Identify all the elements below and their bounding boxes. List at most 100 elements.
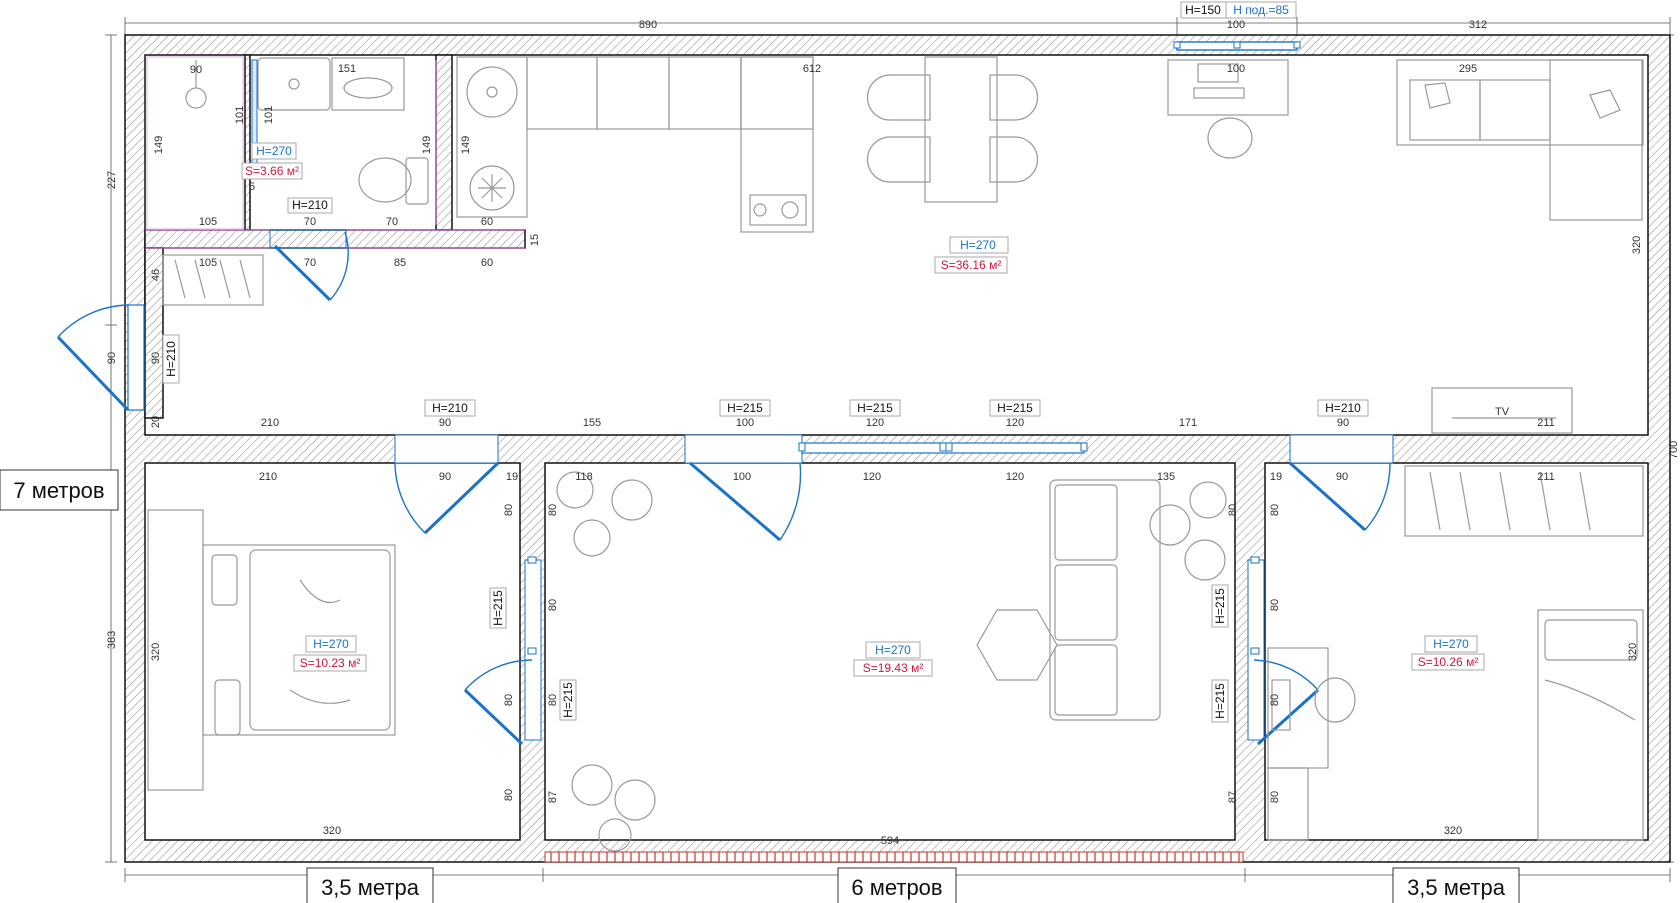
middle-room-furniture [556, 471, 1227, 852]
dim-corr-120b: 120 [1006, 417, 1024, 429]
middle-glass-2-height: H=215 [997, 401, 1033, 415]
dim-corr-171: 171 [1179, 417, 1197, 429]
entry-door[interactable] [56, 304, 180, 412]
dim-lb-210: 210 [259, 471, 277, 483]
dim-m-594: 594 [881, 835, 899, 847]
living-labels [934, 236, 1009, 274]
dim-r-320v: 320 [1627, 643, 1639, 661]
bathroom-door[interactable] [269, 197, 349, 302]
dim-r-320h: 320 [1444, 825, 1462, 837]
right-bedroom-height: H=270 [1433, 637, 1469, 651]
top-window-height: H=150 [1185, 3, 1221, 17]
middle-room-height: H=270 [875, 643, 911, 657]
dim-bath-5: 5 [249, 181, 255, 193]
dim-hall-46: 46 [150, 269, 162, 281]
dim-bath-70b: 70 [386, 216, 398, 228]
dim-right-total: 700 [1668, 441, 1680, 459]
dim-corr-155: 155 [583, 417, 601, 429]
dim-left-top: 227 [106, 171, 118, 189]
right-inner-1-height: H=215 [1213, 588, 1227, 624]
dim-hall-70: 70 [304, 257, 316, 269]
living-height: H=270 [960, 238, 996, 252]
corridor-doors [424, 399, 1369, 417]
dim-rm-80a: 80 [1269, 791, 1281, 803]
dim-m-80c: 80 [547, 694, 559, 706]
dim-r-80c: 80 [1269, 694, 1281, 706]
kitchen-furniture [456, 56, 1644, 434]
dim-m-135: 135 [1157, 471, 1175, 483]
dim-r-80a: 80 [1269, 504, 1281, 516]
middle-door-height: H=215 [727, 401, 763, 415]
dim-lr-320: 320 [1631, 236, 1643, 254]
scale-bottom-left: 3,5 метра [321, 875, 420, 900]
middle-right-doors[interactable] [1211, 556, 1320, 746]
dim-corr-90b: 90 [1337, 417, 1349, 429]
dim-lb-80a: 80 [503, 504, 515, 516]
dim-corr-100: 100 [736, 417, 754, 429]
dim-corr-90a: 90 [439, 417, 451, 429]
dim-desk-100: 100 [1227, 63, 1245, 75]
dim-bath-101a: 101 [234, 106, 246, 124]
dim-bath-15: 15 [529, 234, 541, 246]
dim-lb-90: 90 [439, 471, 451, 483]
dim-m-118: 118 [575, 471, 593, 483]
left-inner-2-height: H=215 [561, 682, 575, 718]
dim-left-bottom: 383 [106, 631, 118, 649]
corridor-door-openings[interactable] [394, 434, 1394, 542]
dim-r-19: 19 [1270, 471, 1282, 483]
top-window-sill: H под.=85 [1233, 3, 1289, 17]
dim-top-window: 100 [1227, 19, 1245, 31]
dim-m-80d: 80 [1227, 504, 1239, 516]
right-bedroom-labels [1411, 635, 1485, 671]
dim-bath-60: 60 [481, 216, 493, 228]
dim-kitchen-612: 612 [803, 63, 821, 75]
middle-room-labels [853, 641, 933, 677]
dim-bath-149b: 149 [421, 136, 433, 154]
dim-lb-80b: 80 [503, 694, 515, 706]
dim-entry-90b: 90 [150, 352, 162, 364]
dim-hall-105: 105 [199, 257, 217, 269]
dim-entry-90a: 90 [106, 352, 118, 364]
dim-m-80b: 80 [547, 599, 559, 611]
entry-door-height: H=210 [164, 341, 178, 377]
dim-corr-210: 210 [261, 417, 279, 429]
left-bedroom-height: H=270 [313, 637, 349, 651]
left-bedroom-furniture [147, 509, 396, 791]
dim-bath-149a: 149 [153, 136, 165, 154]
dim-m-87b: 87 [1227, 791, 1239, 803]
dim-m-87a: 87 [547, 791, 559, 803]
dim-r-211: 211 [1537, 471, 1555, 483]
living-area: S=36.16 м² [941, 258, 1002, 272]
balcony-rail [544, 851, 1244, 863]
dim-m-120b: 120 [1006, 471, 1024, 483]
dim-bath-105: 105 [199, 216, 217, 228]
dim-bath-151: 151 [338, 63, 356, 75]
tv-label: TV [1495, 406, 1510, 418]
scale-bottom-right: 3,5 метра [1407, 875, 1506, 900]
bathroom-labels [241, 142, 303, 180]
bathroom-area: S=3.66 м² [245, 164, 299, 178]
left-middle-doors[interactable] [463, 556, 577, 746]
dim-r-90: 90 [1336, 471, 1348, 483]
dim-top-right: 312 [1469, 19, 1487, 31]
dim-m-120a: 120 [863, 471, 881, 483]
dim-lb-320h: 320 [323, 825, 341, 837]
middle-glass-1-height: H=215 [857, 401, 893, 415]
dim-top-total: 890 [639, 19, 657, 31]
scale-label-boxes [0, 469, 1520, 903]
dim-lb-19: 19 [506, 471, 518, 483]
scale-left-height: 7 метров [13, 478, 104, 503]
dim-entry-20: 20 [150, 416, 162, 428]
dim-sofa-295: 295 [1459, 63, 1477, 75]
left-bedroom-labels [293, 635, 367, 672]
dim-bath-101b: 101 [263, 106, 275, 124]
dim-m-80a: 80 [547, 504, 559, 516]
right-bedroom-door-height: H=210 [1325, 401, 1361, 415]
middle-room-area: S=19.43 м² [863, 661, 924, 675]
dim-bath-149c: 149 [460, 136, 472, 154]
right-bedroom-area: S=10.26 м² [1418, 655, 1479, 669]
dim-lb-80c: 80 [503, 789, 515, 801]
bathroom-height: H=270 [256, 144, 292, 158]
right-bedroom-furniture [1267, 465, 1644, 841]
